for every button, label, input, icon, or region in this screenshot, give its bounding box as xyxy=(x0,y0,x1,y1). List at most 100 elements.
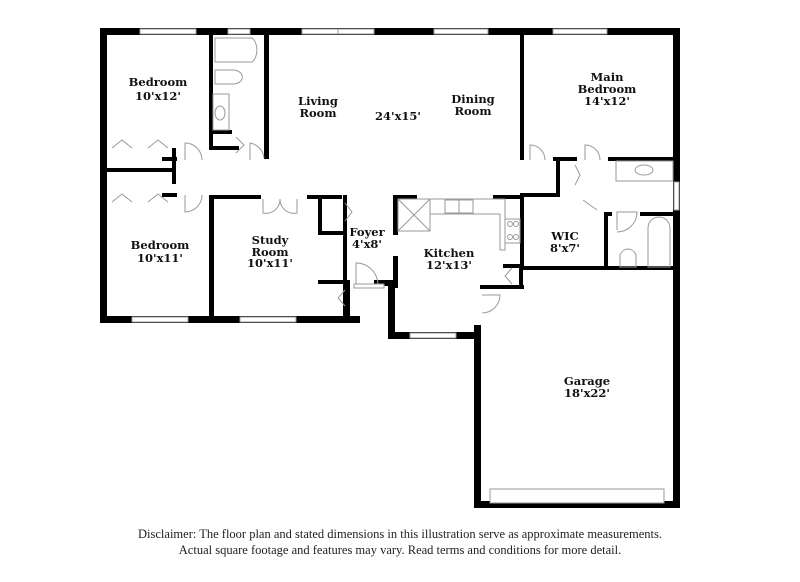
wall-garage-left xyxy=(474,325,481,508)
bifold-door xyxy=(337,289,346,307)
window xyxy=(409,332,457,339)
bifold-door xyxy=(235,136,245,154)
bifold-door xyxy=(582,199,598,211)
bathtub-icon xyxy=(214,37,258,63)
toilet-icon xyxy=(619,248,637,268)
room-size-garage: 18'x22' xyxy=(564,386,610,400)
fridge-cross xyxy=(397,198,431,232)
wall-kitchen-left xyxy=(388,283,395,339)
wall xyxy=(520,35,524,160)
window xyxy=(673,181,680,211)
window xyxy=(301,28,339,35)
door-swing xyxy=(184,142,203,161)
wall xyxy=(553,157,577,161)
room-labels: Bedroom 10'x12' Bedroom 10'x11' Living R… xyxy=(129,70,637,400)
wall xyxy=(209,35,213,150)
wall xyxy=(393,195,398,235)
wall xyxy=(172,148,176,184)
wall-left xyxy=(100,28,107,323)
room-label-bedroom-2: Bedroom xyxy=(131,238,190,252)
room-size-wic: 8'x7' xyxy=(550,241,580,255)
room-label-main-bedroom-1: Main xyxy=(591,70,625,84)
wall xyxy=(493,195,523,199)
garage-door xyxy=(489,488,665,504)
window xyxy=(552,28,608,35)
door-swing xyxy=(616,211,638,233)
bifold-door xyxy=(574,164,581,186)
door-swing xyxy=(249,142,265,160)
wall xyxy=(209,146,239,150)
wall xyxy=(343,195,347,320)
front-door-swing xyxy=(355,262,379,286)
disclaimer-line-1: Disclaimer: The floor plan and stated di… xyxy=(138,527,662,541)
window xyxy=(433,28,489,35)
wall xyxy=(604,215,608,270)
window xyxy=(239,316,297,323)
interior-walls xyxy=(107,35,680,320)
room-label-study-2: Room xyxy=(251,245,288,259)
wall xyxy=(162,157,177,161)
wall xyxy=(107,168,175,172)
room-label-foyer: Foyer xyxy=(349,225,385,239)
room-label-living-1: Living xyxy=(298,94,338,108)
wall xyxy=(209,195,261,199)
room-label-dining-2: Room xyxy=(454,104,491,118)
wall xyxy=(209,130,232,134)
fixtures xyxy=(212,37,674,268)
wall xyxy=(162,193,177,197)
wall-bottom-left xyxy=(100,316,360,323)
room-size-study: 10'x11' xyxy=(247,256,293,270)
wall xyxy=(640,212,678,216)
room-label-bedroom-1: Bedroom xyxy=(129,75,188,89)
door-swing xyxy=(481,294,501,314)
bifold-door xyxy=(147,139,169,149)
wall-garage-bottom xyxy=(474,501,680,508)
bifold-door xyxy=(147,193,169,203)
door-swing xyxy=(529,144,546,161)
room-label-living-2: Room xyxy=(299,106,336,120)
disclaimer-line-2: Actual square footage and features may v… xyxy=(178,543,622,557)
sink-icon xyxy=(214,105,226,121)
wall xyxy=(520,193,560,197)
counter-icon xyxy=(430,198,506,251)
bifold-door xyxy=(111,139,133,149)
vanity-icon xyxy=(212,93,230,131)
double-door-swing xyxy=(262,198,298,214)
vanity-icon xyxy=(615,160,674,182)
bifold-door xyxy=(111,193,133,203)
room-label-dining-1: Dining xyxy=(451,92,494,106)
burner-icon xyxy=(513,234,519,240)
wall xyxy=(318,231,344,235)
wall xyxy=(393,256,398,288)
windows xyxy=(131,28,680,504)
room-label-garage: Garage xyxy=(564,374,610,388)
toilet-icon xyxy=(214,69,243,85)
wall xyxy=(374,280,398,286)
room-label-wic: WIC xyxy=(550,229,578,243)
room-label-kitchen: Kitchen xyxy=(424,246,475,260)
window xyxy=(139,28,197,35)
window xyxy=(227,28,251,35)
refrigerator-icon xyxy=(397,198,431,232)
room-size-bedroom-2: 10'x11' xyxy=(137,251,183,265)
wall xyxy=(209,195,214,320)
wall xyxy=(519,264,523,289)
wall xyxy=(318,195,322,235)
door-swing xyxy=(184,194,203,213)
threshold xyxy=(353,283,385,289)
wall xyxy=(307,195,342,199)
wall xyxy=(503,264,523,268)
room-size-kitchen: 12'x13' xyxy=(426,258,472,272)
bifold-door xyxy=(344,202,353,222)
room-size-living-dining: 24'x15' xyxy=(375,109,421,123)
wall xyxy=(318,280,346,284)
door-swing xyxy=(584,144,601,161)
window xyxy=(131,316,189,323)
sink-icon xyxy=(634,164,654,176)
burner-icon xyxy=(507,234,513,240)
burner-icon xyxy=(513,221,519,227)
bathtub-icon xyxy=(647,216,671,268)
disclaimer: Disclaimer: The floor plan and stated di… xyxy=(0,526,800,558)
room-label-main-bedroom-2: Bedroom xyxy=(578,82,637,96)
